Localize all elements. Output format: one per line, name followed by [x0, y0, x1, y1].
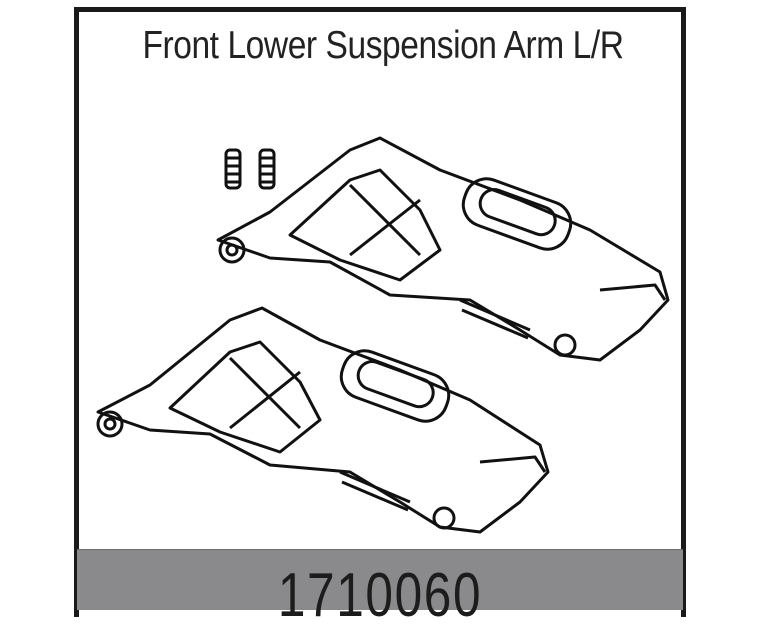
lower-arm-icon	[96, 306, 550, 534]
upper-arm-icon	[216, 136, 670, 362]
part-number-band: 1710060	[77, 549, 683, 630]
product-frame	[74, 7, 686, 617]
product-title: Front Lower Suspension Arm L/R	[142, 24, 624, 67]
part-number: 1710060	[277, 561, 483, 630]
springs-icon	[224, 148, 276, 190]
suspension-arms-illustration	[96, 136, 670, 534]
